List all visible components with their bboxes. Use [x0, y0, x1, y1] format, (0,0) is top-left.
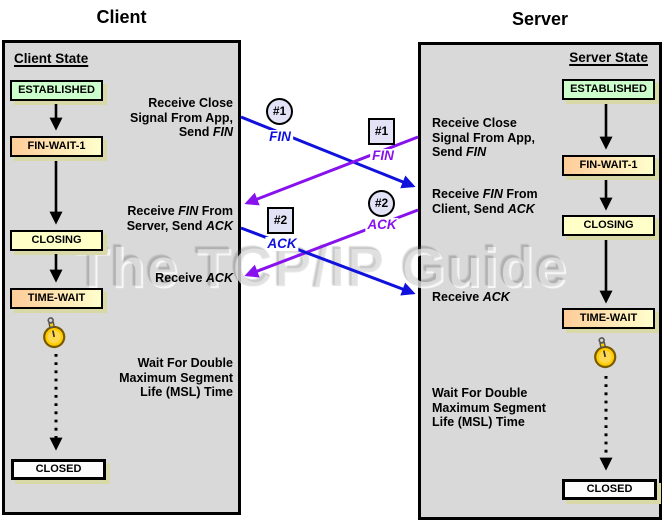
- ann-line: Send FIN: [178, 125, 233, 139]
- client-ack-label: ACK: [265, 236, 299, 251]
- server-fin-segment-line: [244, 135, 419, 206]
- ann-line: Receive Close: [432, 116, 517, 130]
- client-annotation-receive-ack: Receive ACK: [155, 271, 233, 286]
- ann-line: Receive FIN From: [127, 204, 233, 218]
- ann-line: Signal From App,: [129, 110, 233, 125]
- server-state-closed: CLOSED: [562, 479, 657, 500]
- ann-line: Life (MSL) Time: [140, 385, 233, 399]
- server-ack-label: ACK: [365, 217, 399, 232]
- client-fin-segment-line: [240, 115, 416, 189]
- ann-line: Client, Send ACK: [432, 201, 535, 216]
- ann-line: Send FIN: [432, 145, 487, 159]
- message-1-server-badge: #1: [368, 118, 395, 145]
- client-panel: [2, 40, 241, 515]
- server-state-fin-wait-1: FIN-WAIT-1: [562, 155, 655, 176]
- server-annotation-receive-fin: Receive FIN From Client, Send ACK: [432, 187, 538, 216]
- message-2-client-badge: #2: [267, 207, 294, 234]
- client-state-established: ESTABLISHED: [10, 80, 103, 101]
- timer-icon: [594, 337, 617, 369]
- ann-line: Wait For Double: [432, 386, 528, 400]
- server-fin-label: FIN: [370, 148, 396, 163]
- server-state-heading: Server State: [569, 50, 648, 65]
- client-title: Client: [96, 7, 147, 27]
- ann-line: Server, Send ACK: [126, 218, 233, 233]
- client-annotation-msl-wait: Wait For Double Maximum Segment Life (MS…: [119, 356, 233, 400]
- ann-line: Receive FIN From: [432, 187, 538, 201]
- message-2-server-badge: #2: [368, 190, 395, 217]
- client-fin-label: FIN: [267, 129, 293, 144]
- client-state-time-wait: TIME-WAIT: [10, 288, 103, 309]
- server-state-closing: CLOSING: [562, 215, 655, 236]
- client-state-closed: CLOSED: [11, 459, 106, 480]
- server-state-time-wait: TIME-WAIT: [562, 308, 655, 329]
- ann-line: Life (MSL) Time: [432, 415, 525, 429]
- client-annotation-receive-fin: Receive FIN From Server, Send ACK: [127, 204, 233, 233]
- ann-line: Maximum Segment: [119, 370, 233, 385]
- server-annotation-send-fin: Receive Close Signal From App, Send FIN: [432, 116, 535, 160]
- ann-line: Receive ACK: [155, 271, 233, 285]
- timer-icon: [43, 317, 66, 349]
- ann-line: Receive Close: [148, 96, 233, 110]
- client-state-closing: CLOSING: [10, 230, 103, 251]
- server-state-established: ESTABLISHED: [562, 79, 655, 100]
- client-annotation-send-fin: Receive Close Signal From App, Send FIN: [130, 96, 233, 140]
- ann-line: Signal From App,: [432, 130, 536, 145]
- client-state-heading: Client State: [14, 51, 89, 66]
- ann-line: Wait For Double: [137, 356, 233, 370]
- server-annotation-msl-wait: Wait For Double Maximum Segment Life (MS…: [432, 386, 546, 430]
- ann-line: Receive ACK: [432, 290, 510, 304]
- client-state-fin-wait-1: FIN-WAIT-1: [10, 136, 103, 157]
- message-1-client-badge: #1: [266, 98, 293, 125]
- server-title: Server: [511, 9, 569, 29]
- ann-line: Maximum Segment: [432, 400, 546, 415]
- server-panel: [418, 42, 662, 520]
- server-annotation-receive-ack: Receive ACK: [432, 290, 510, 305]
